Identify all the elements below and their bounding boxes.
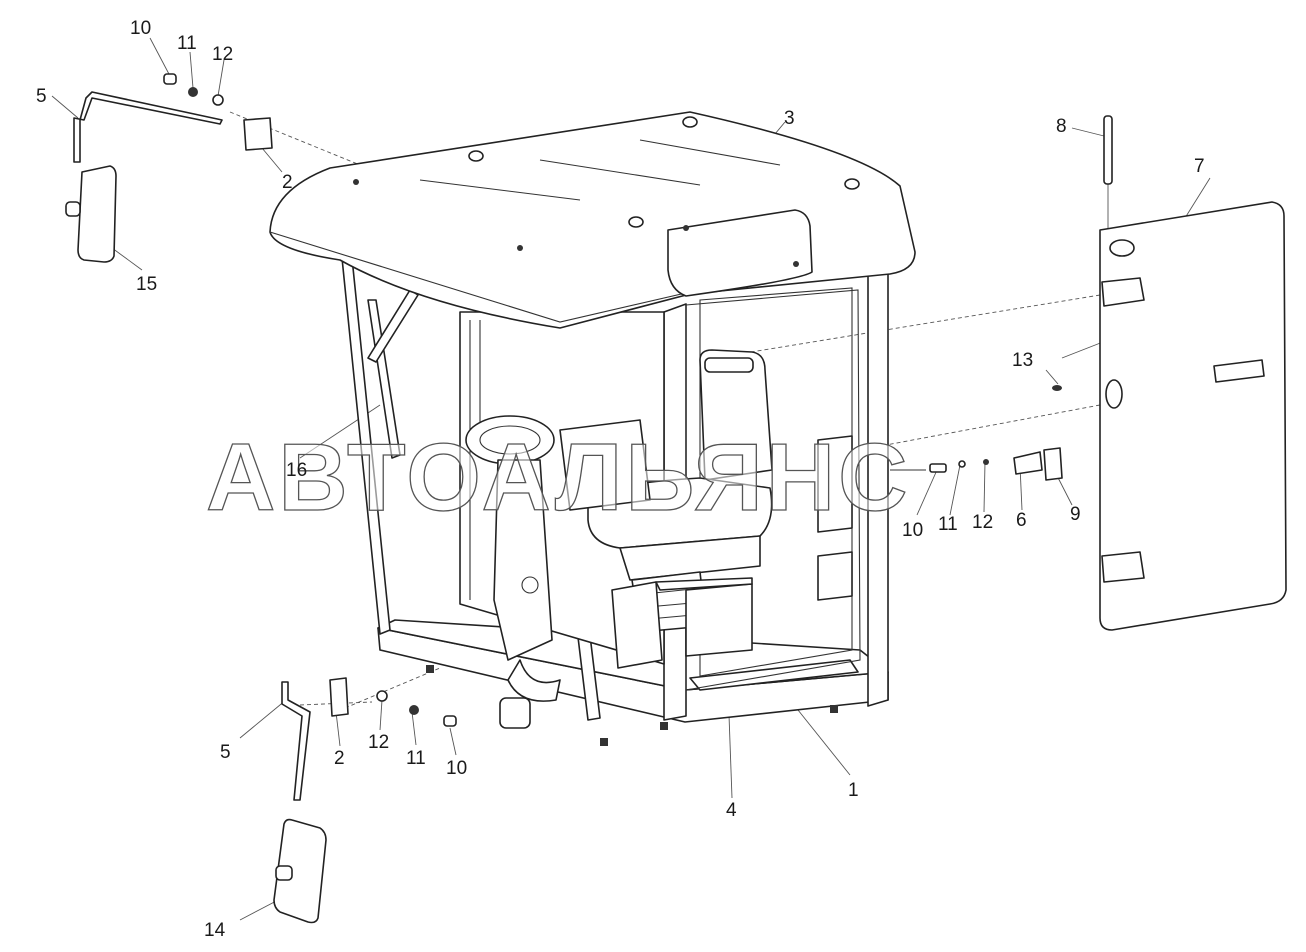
callout-label: 14 [204,920,226,941]
callout-label: 10 [902,520,923,541]
cab-door [1052,115,1287,631]
control-box [611,577,753,669]
callout-label: 11 [406,748,426,769]
left-mirror-upper [65,73,273,263]
callout-label: 5 [220,742,231,763]
right-wall-panels [817,435,926,601]
callout-label: 8 [1056,116,1067,137]
callout-label: 15 [136,274,157,295]
steering-console [465,415,651,702]
callout-label: 5 [36,86,47,107]
latch-fasteners [929,447,1063,481]
callout-label: 6 [1016,510,1027,531]
callout-label: 4 [726,800,737,821]
callout-label: 11 [177,33,197,54]
callout-label: 2 [334,748,345,769]
callout-label: 16 [286,460,307,481]
callout-label: 11 [938,514,958,535]
callout-label: 13 [1012,350,1033,371]
callout-label: 10 [130,18,151,39]
callout-label: 10 [446,758,467,779]
callout-label: 1 [848,780,859,801]
cab-body [341,257,889,721]
callout-label: 2 [282,172,293,193]
callout-label: 12 [212,44,233,65]
watermark-text: АВТОАЛЬЯНС [206,424,910,531]
callout-label: 3 [784,108,795,129]
cab-roof [269,111,916,329]
wiper-assembly [367,289,419,459]
callout-labels: 10 11 12 5 2 15 3 8 7 13 16 10 11 12 6 9… [36,18,1205,941]
callout-label: 9 [1070,504,1081,525]
callout-label: 12 [972,512,993,533]
left-mirror-lower [273,677,457,924]
callout-label: 7 [1194,156,1205,177]
callout-label: 12 [368,732,389,753]
